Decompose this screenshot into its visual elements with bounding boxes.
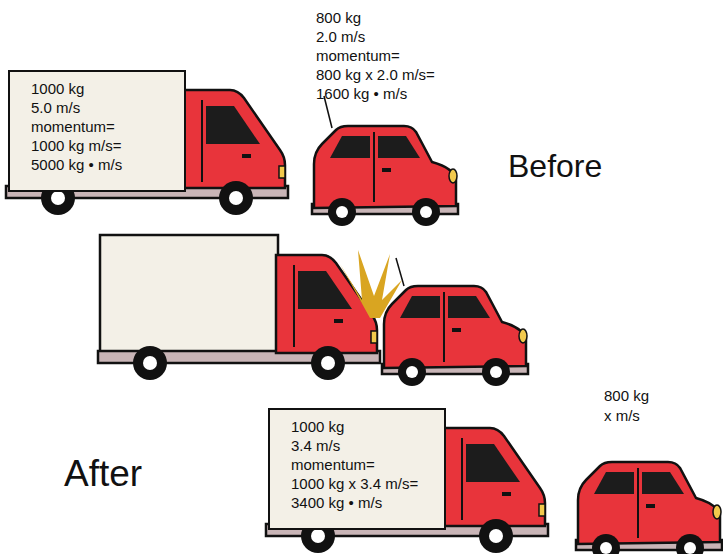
vehicle-label: 2.0 m/s	[316, 27, 365, 46]
truck-cargo-box: 1000 kg3.4 m/smomentum=1000 kg x 3.4 m/s…	[268, 408, 446, 530]
vehicle-label: 800 kg x 2.0 m/s=	[316, 65, 435, 84]
vehicle-label: momentum=	[316, 46, 400, 65]
leader-line	[396, 258, 404, 286]
vehicle-label: 1600 kg • m/s	[316, 84, 407, 103]
momentum-text: 1000 kg	[31, 79, 184, 98]
momentum-text: 5.0 m/s	[31, 98, 184, 117]
stage-heading: After	[64, 451, 142, 497]
stage-heading: Before	[508, 146, 602, 186]
truck-collision	[98, 255, 380, 380]
momentum-text: 1000 kg x 3.4 m/s=	[291, 474, 444, 493]
vehicle-label: 800 kg	[604, 386, 649, 405]
car-after	[576, 462, 722, 554]
vehicle-label: 800 kg	[316, 8, 361, 27]
momentum-text: momentum=	[31, 117, 184, 136]
momentum-text: 3.4 m/s	[291, 436, 444, 455]
truck-cargo-box: 1000 kg5.0 m/smomentum=1000 kg m/s=5000 …	[8, 70, 186, 192]
truck-cargo-box	[100, 235, 278, 357]
momentum-text: 1000 kg m/s=	[31, 136, 184, 155]
momentum-text: 1000 kg	[291, 417, 444, 436]
momentum-text: 5000 kg • m/s	[31, 155, 184, 174]
car-before	[312, 126, 458, 226]
momentum-text: 3400 kg • m/s	[291, 493, 444, 512]
momentum-text: momentum=	[291, 455, 444, 474]
vehicle-label: x m/s	[604, 406, 640, 425]
car-collision	[382, 286, 528, 386]
impact-splash	[340, 250, 402, 318]
